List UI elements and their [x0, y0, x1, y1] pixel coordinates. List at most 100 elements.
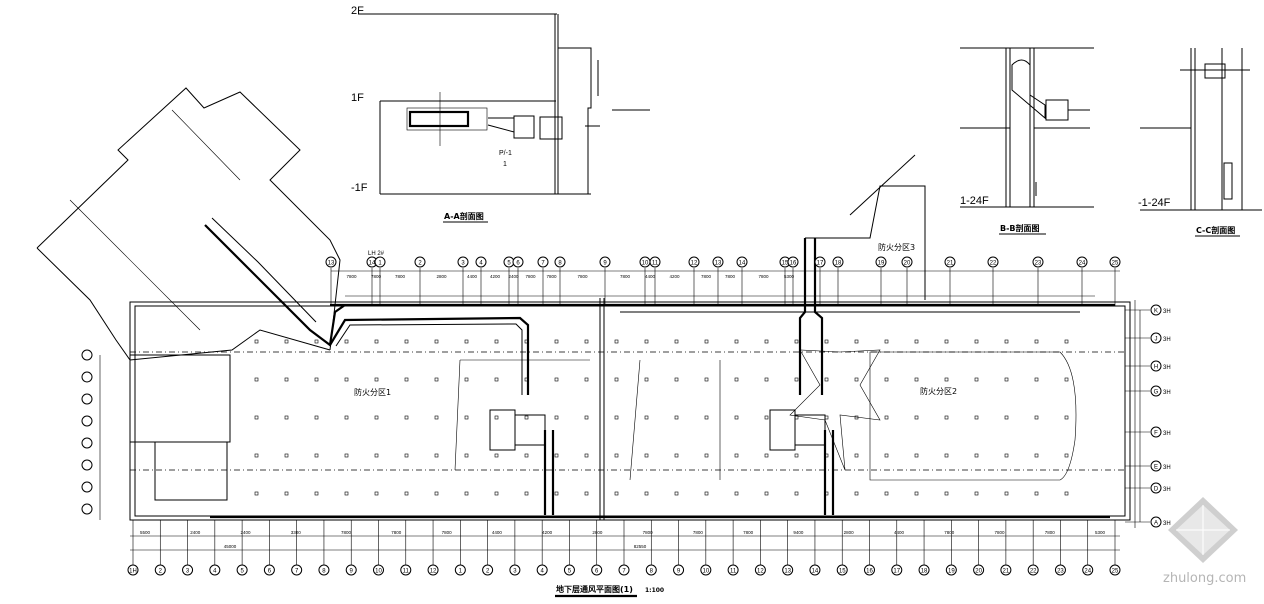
column-marker — [764, 453, 769, 458]
bottom-axis-marker: 14 — [809, 564, 821, 576]
axis-label: 21 — [947, 261, 954, 267]
column-marker — [824, 491, 829, 496]
bottom-axis-marker: 4 — [536, 564, 548, 576]
column-marker — [1064, 453, 1069, 458]
bottom-axis-marker: 6 — [263, 564, 275, 576]
axis-label: 10 — [375, 569, 382, 575]
left-axis-marker — [81, 371, 93, 383]
axis-label: F — [1154, 431, 1158, 437]
axis-label: 12 — [430, 569, 437, 575]
column-marker — [1034, 453, 1039, 458]
dimension-label: 3300 — [291, 530, 302, 535]
top-axis-marker: 11 — [649, 256, 661, 268]
axis-label: 1H — [129, 569, 137, 575]
top-axis-marker: 14 — [736, 256, 748, 268]
dimension-label: 7800 — [693, 530, 704, 535]
column-marker — [344, 377, 349, 382]
axis-label: 11 — [652, 261, 659, 267]
column-marker — [434, 453, 439, 458]
axis-suffix: 3H — [1163, 465, 1171, 471]
column-marker — [614, 491, 619, 496]
dimension-label: 5300 — [1095, 530, 1106, 535]
column-marker — [644, 491, 649, 496]
axis-label: 15 — [782, 261, 789, 267]
column-marker — [524, 339, 529, 344]
column-marker — [674, 377, 679, 382]
axis-label: 21 — [1003, 569, 1010, 575]
column-marker — [794, 453, 799, 458]
column-marker — [674, 339, 679, 344]
top-axis-marker: 9 — [599, 256, 611, 268]
column-marker — [584, 415, 589, 420]
bottom-axis-marker: 10 — [373, 564, 384, 576]
column-marker — [1034, 415, 1039, 420]
section-cc: -1-24F C-C剖面图 — [1138, 48, 1262, 237]
bottom-axis-marker: 6 — [591, 564, 603, 576]
column-marker — [884, 339, 889, 344]
bottom-axis-marker: 24 — [1082, 564, 1094, 576]
bottom-axis-marker: 2 — [154, 564, 166, 576]
axis-label: 9 — [603, 261, 607, 267]
column-marker — [464, 377, 469, 382]
column-marker — [1034, 377, 1039, 382]
column-marker — [1004, 377, 1009, 382]
axis-label: 3 — [461, 261, 465, 267]
section-bb: 1-24F B-B剖面图 — [960, 47, 1094, 235]
axis-label: 19 — [878, 261, 885, 267]
axis-label: 6 — [595, 569, 599, 575]
column-marker — [524, 415, 529, 420]
dimension-label: 7800 — [341, 530, 352, 535]
column-marker — [494, 491, 499, 496]
bottom-axis-marker: 4 — [209, 564, 221, 576]
bottom-axis-marker: 13 — [782, 564, 794, 576]
equipment-tag: P/-1 — [499, 150, 512, 157]
column-marker — [734, 491, 739, 496]
axis-label: 2 — [159, 569, 163, 575]
right-axis-marker: D — [1150, 482, 1162, 494]
axis-label: 3 — [186, 569, 190, 575]
column-marker — [404, 415, 409, 420]
column-marker — [374, 491, 379, 496]
top-axis-marker: 10 — [639, 256, 651, 268]
top-axis-marker: 17 — [814, 256, 826, 268]
column-marker — [824, 377, 829, 382]
column-marker — [614, 377, 619, 382]
column-marker — [734, 377, 739, 382]
axis-label: 7 — [541, 261, 545, 267]
column-marker — [674, 415, 679, 420]
column-marker — [704, 377, 709, 382]
column-marker — [584, 453, 589, 458]
column-marker — [524, 491, 529, 496]
column-marker — [584, 377, 589, 382]
axis-label: 11 — [403, 569, 410, 575]
zone-label-2: 防火分区2 — [920, 386, 957, 396]
dimension-label: 9400 — [793, 530, 804, 535]
column-marker — [284, 377, 289, 382]
top-axis-marker: 20 — [901, 256, 913, 268]
column-marker — [284, 339, 289, 344]
axis-label: 13 — [715, 261, 722, 267]
column-marker — [1004, 415, 1009, 420]
bottom-axis-marker: 9 — [345, 564, 357, 576]
column-marker — [374, 377, 379, 382]
axis-label: 14 — [812, 569, 819, 575]
top-axis-marker: 2 — [414, 256, 426, 268]
axis-label: 5 — [240, 569, 244, 575]
top-axis-marker: 22 — [987, 256, 999, 268]
bottom-axis-marker: 18 — [918, 564, 930, 576]
column-marker — [824, 453, 829, 458]
bottom-axis-marker: 5 — [236, 564, 248, 576]
column-marker — [914, 415, 919, 420]
axis-label: 18 — [835, 261, 842, 267]
column-marker — [854, 491, 859, 496]
axis-label: 16 — [866, 569, 873, 575]
axis-label: 4 — [213, 569, 217, 575]
column-marker — [284, 491, 289, 496]
axis-label: 3 — [513, 569, 517, 575]
column-marker — [404, 339, 409, 344]
column-marker — [884, 453, 889, 458]
axis-label: 5 — [568, 569, 572, 575]
column-marker — [884, 491, 889, 496]
axis-label: E — [1154, 465, 1158, 471]
